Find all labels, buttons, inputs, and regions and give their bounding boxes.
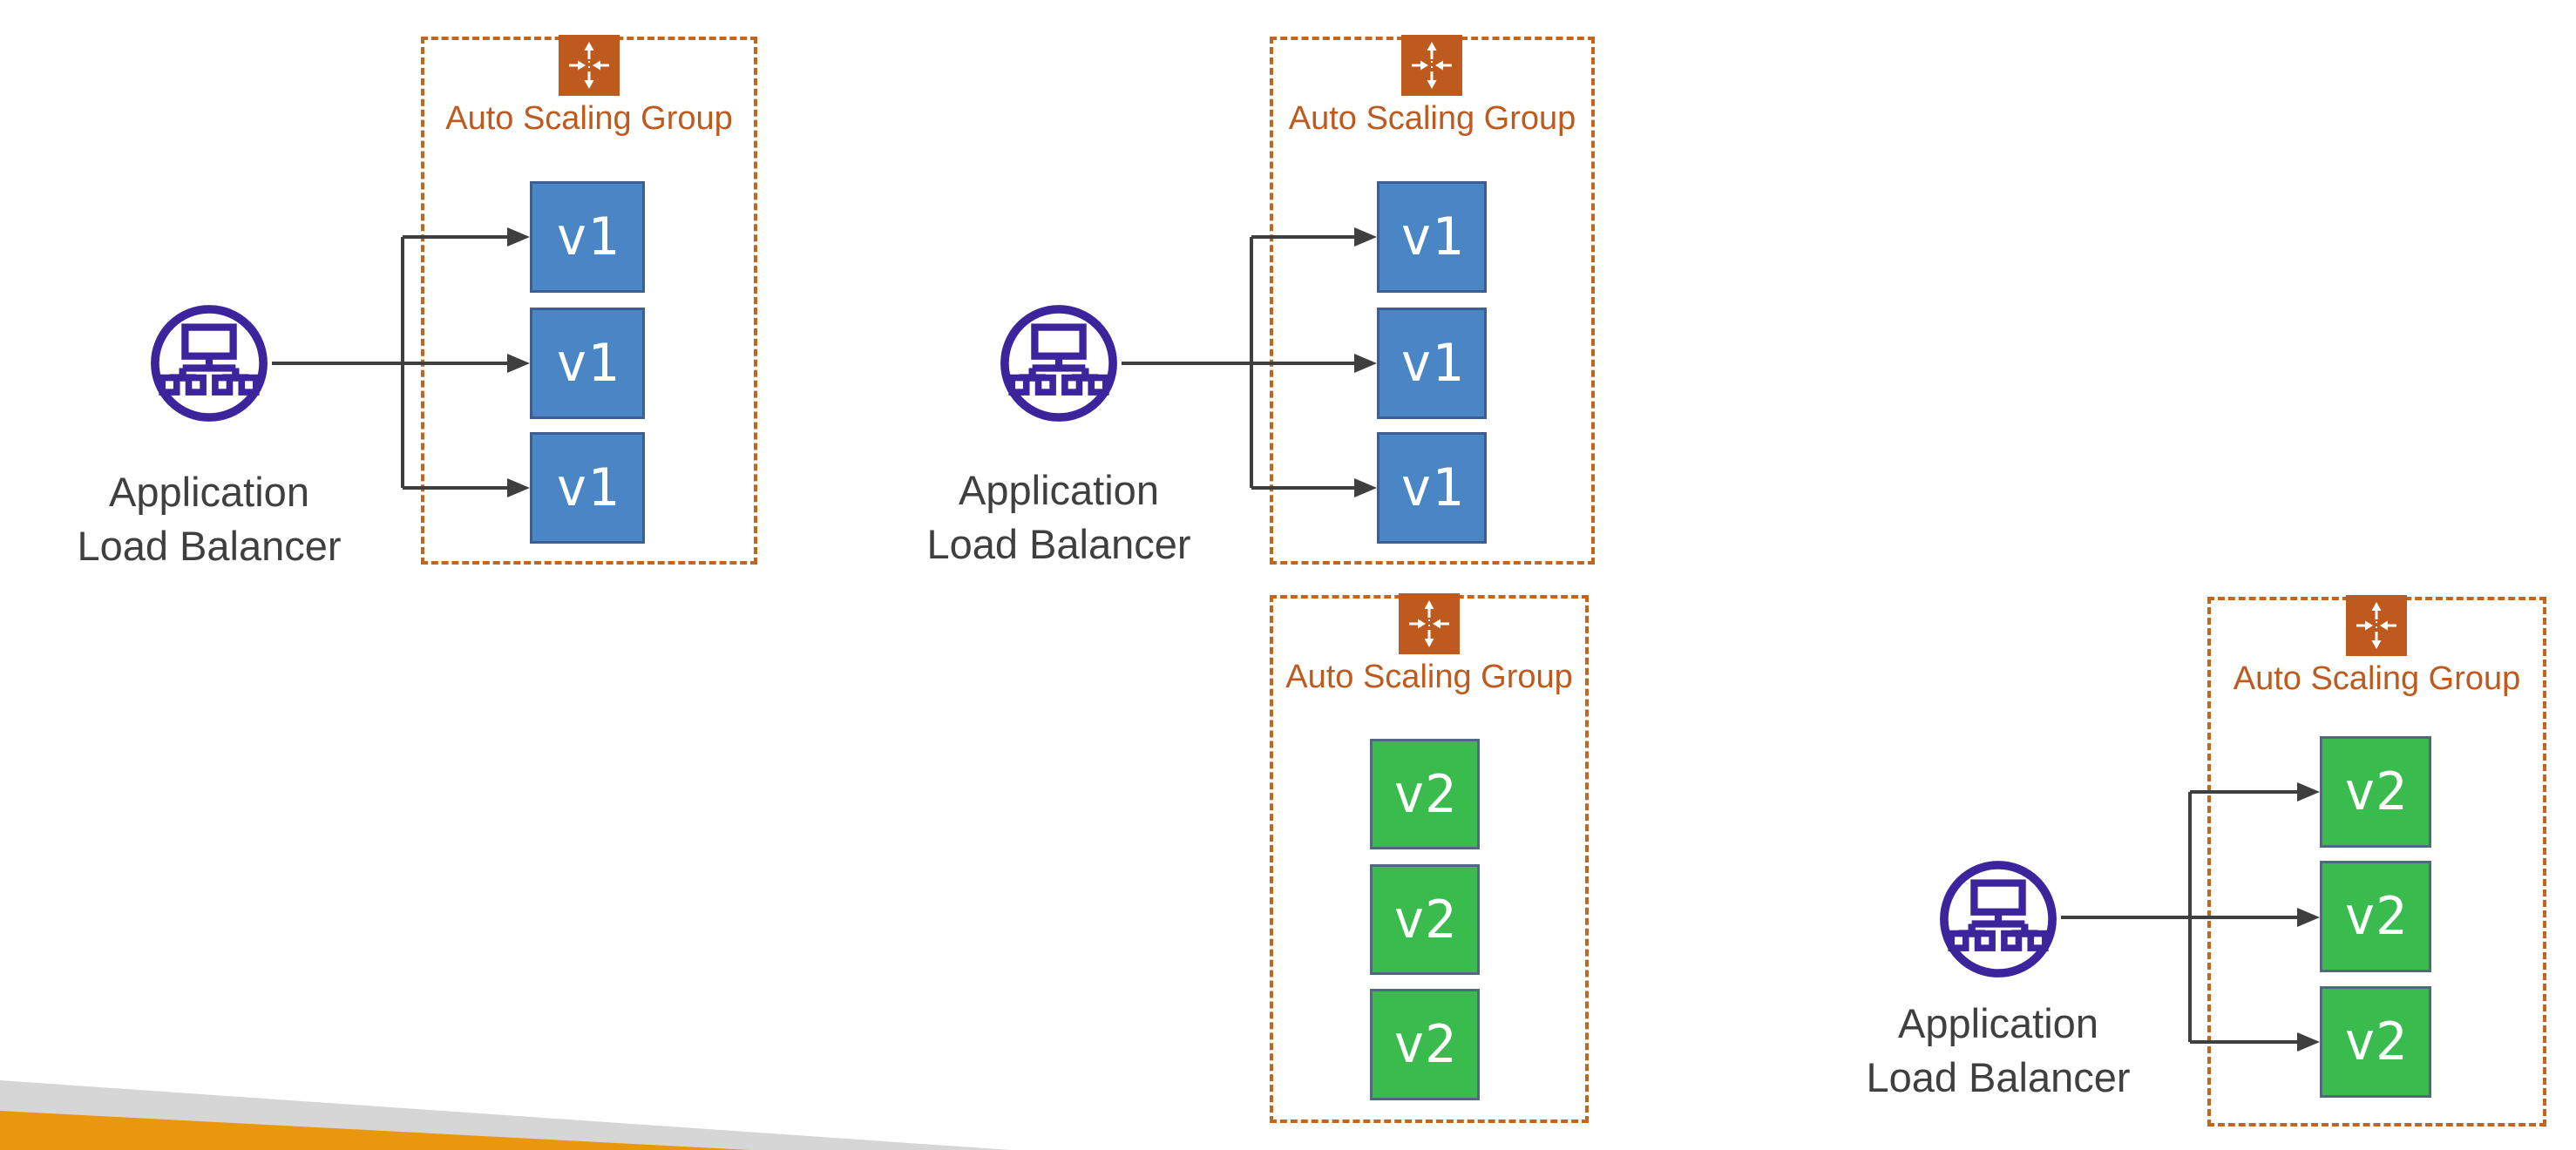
alb-label-line2: Load Balancer: [926, 521, 1191, 567]
instance-v1: v1: [1377, 432, 1487, 544]
application-load-balancer-icon: [1000, 305, 1117, 422]
application-load-balancer-label: Application Load Balancer: [1824, 997, 2173, 1105]
auto-scaling-group-icon: [2346, 595, 2407, 656]
instance-v1: v1: [530, 181, 645, 293]
application-load-balancer-icon: [151, 305, 268, 422]
auto-scaling-group-icon: [559, 35, 620, 96]
application-load-balancer-label: Application Load Balancer: [885, 463, 1233, 572]
instance-v2: v2: [1370, 864, 1480, 975]
alb-label-line2: Load Balancer: [77, 523, 342, 569]
alb-label-line1: Application: [959, 467, 1159, 513]
gray-stripe: [0, 1080, 1011, 1150]
instance-v2: v2: [1370, 989, 1480, 1100]
auto-scaling-group-label: Auto Scaling Group: [445, 100, 733, 137]
instance-v1: v1: [1377, 308, 1487, 419]
instance-v2: v2: [2320, 986, 2431, 1098]
instance-v2: v2: [2320, 736, 2431, 848]
application-load-balancer-icon: [1940, 861, 2057, 978]
instance-v2: v2: [2320, 861, 2431, 972]
alb-label-line1: Application: [1898, 1000, 2098, 1046]
auto-scaling-group-label: Auto Scaling Group: [1288, 100, 1576, 137]
alb-label-line2: Load Balancer: [1866, 1054, 2131, 1100]
instance-v1: v1: [1377, 181, 1487, 293]
instance-v2: v2: [1370, 739, 1480, 849]
auto-scaling-group-icon: [1399, 593, 1460, 654]
instance-v1: v1: [530, 432, 645, 544]
instance-v1: v1: [530, 308, 645, 419]
application-load-balancer-label: Application Load Balancer: [35, 465, 383, 573]
auto-scaling-group-label: Auto Scaling Group: [1285, 659, 1573, 695]
auto-scaling-group-icon: [1401, 35, 1462, 96]
auto-scaling-group-label: Auto Scaling Group: [2233, 660, 2521, 697]
orange-stripe: [0, 1111, 749, 1150]
alb-label-line1: Application: [109, 469, 309, 515]
